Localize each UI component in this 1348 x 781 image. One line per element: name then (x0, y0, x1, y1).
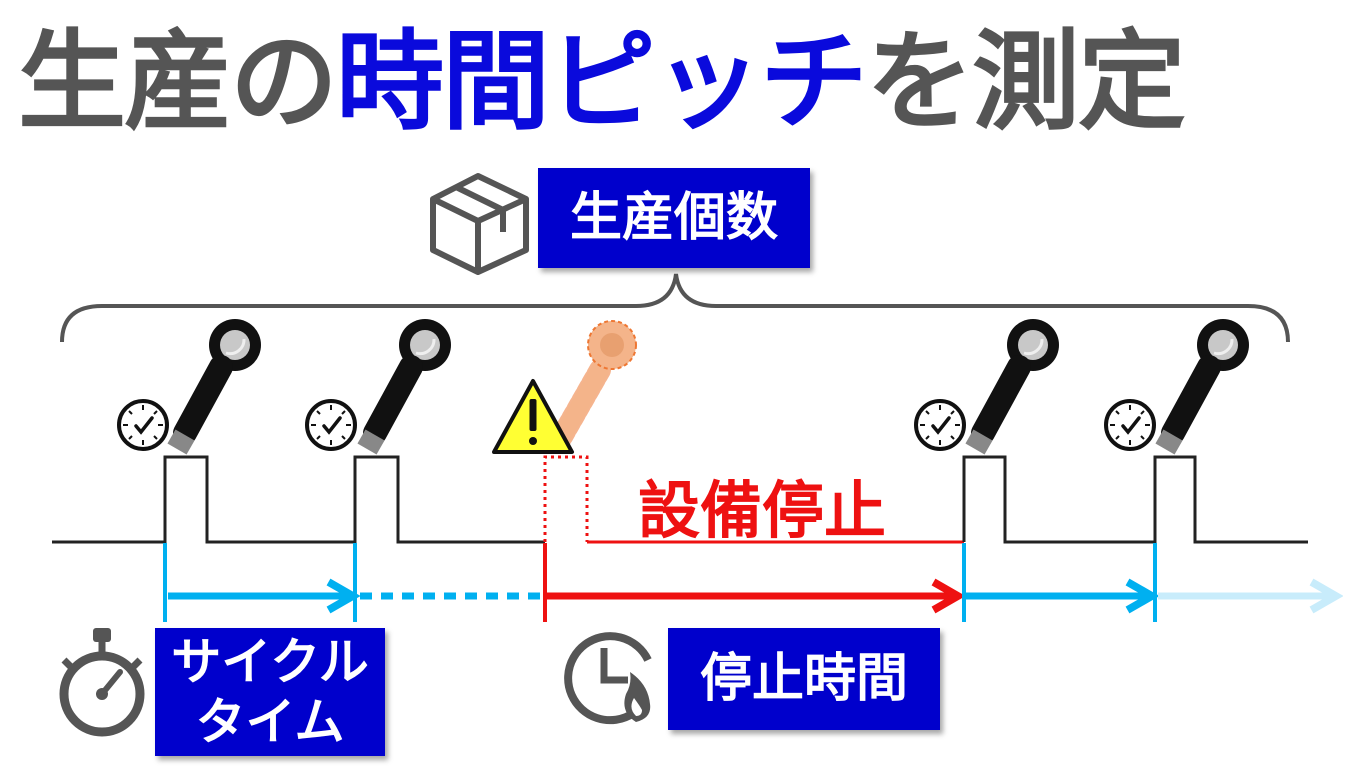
page-title: 生産の時間ピッチを測定 (18, 18, 1186, 148)
production-count-text: 生産個数 (569, 187, 778, 248)
signal-waveform (52, 455, 545, 544)
cycle-time-text-line2: タイム (195, 693, 345, 751)
cycle-time-label: サイクル タイム (155, 628, 385, 756)
box-icon (430, 173, 529, 275)
title-part-2-highlight: 時間ピッチ (336, 20, 868, 145)
clock-icon (914, 399, 966, 451)
title-part-3: を測定 (866, 20, 1186, 145)
title-part-1: 生産の (18, 20, 338, 145)
probe-icon (1165, 319, 1249, 449)
stopped-probe-icon (549, 320, 637, 451)
probe-icon (177, 319, 261, 449)
clock-icon (117, 399, 169, 451)
probe-icon (975, 319, 1059, 449)
stop-time-label: 停止時間 (668, 628, 940, 730)
probe-icon (367, 319, 451, 449)
time-ticks (163, 543, 1157, 622)
production-count-label: 生産個数 (538, 168, 810, 268)
stopwatch-icon (59, 628, 145, 737)
stop-time-text: 停止時間 (699, 648, 908, 709)
clock-fire-icon (564, 632, 652, 725)
warning-icon (492, 379, 574, 454)
production-count-brace (60, 273, 1290, 343)
clock-icon (305, 399, 357, 451)
stop-pulse-dotted (543, 455, 589, 542)
signal-waveform-after (962, 455, 1308, 544)
equipment-stop-label: 設備停止 (638, 474, 887, 547)
cycle-time-text-line1: サイクル (171, 633, 369, 691)
clock-icon (1104, 399, 1156, 451)
